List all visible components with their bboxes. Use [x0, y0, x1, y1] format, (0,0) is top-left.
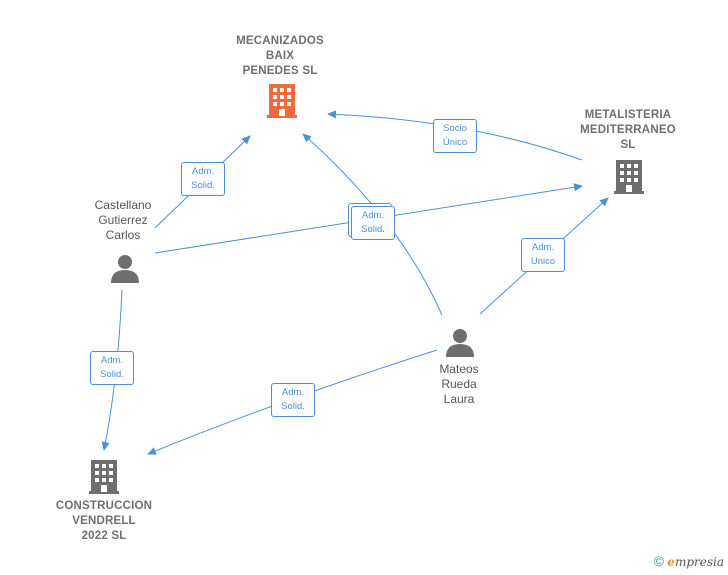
edge-label-mateos-construccion[interactable]: Adm. Solid. [271, 383, 315, 417]
person-label-mateos[interactable]: Mateos Rueda Laura [439, 362, 479, 406]
company-label-metalisteria[interactable]: METALISTERIA MEDITERRANEO SL [580, 109, 676, 151]
building-icon[interactable] [267, 84, 297, 118]
company-label-mecanizados[interactable]: MECANIZADOS BAIX PENEDES SL [236, 35, 324, 77]
edge-label-castellano-mecanizados[interactable]: Adm. Solid. [181, 162, 225, 196]
building-icon[interactable] [614, 160, 644, 194]
person-icon[interactable] [111, 255, 139, 283]
edge-label-mateos-mecanizados[interactable]: Adm. Solid. [351, 206, 395, 240]
person-label-castellano[interactable]: Castellano Gutierrez Carlos [94, 198, 152, 242]
brand-initial: e [667, 555, 675, 569]
brand-name: mpresia [674, 555, 724, 569]
edge-label-metalisteria-mecanizados[interactable]: Socio Único [433, 119, 477, 153]
person-icon[interactable] [446, 329, 474, 357]
copyright-symbol: © [653, 553, 664, 569]
company-label-construccion[interactable]: CONSTRUCCION VENDRELL 2022 SL [55, 500, 153, 542]
edge-label-castellano-construccion[interactable]: Adm. Solid. [90, 351, 134, 385]
edge-label-mateos-metalisteria[interactable]: Adm. Unico [521, 238, 565, 272]
building-icon[interactable] [89, 460, 119, 494]
copyright-brand: © empresia [654, 553, 724, 569]
